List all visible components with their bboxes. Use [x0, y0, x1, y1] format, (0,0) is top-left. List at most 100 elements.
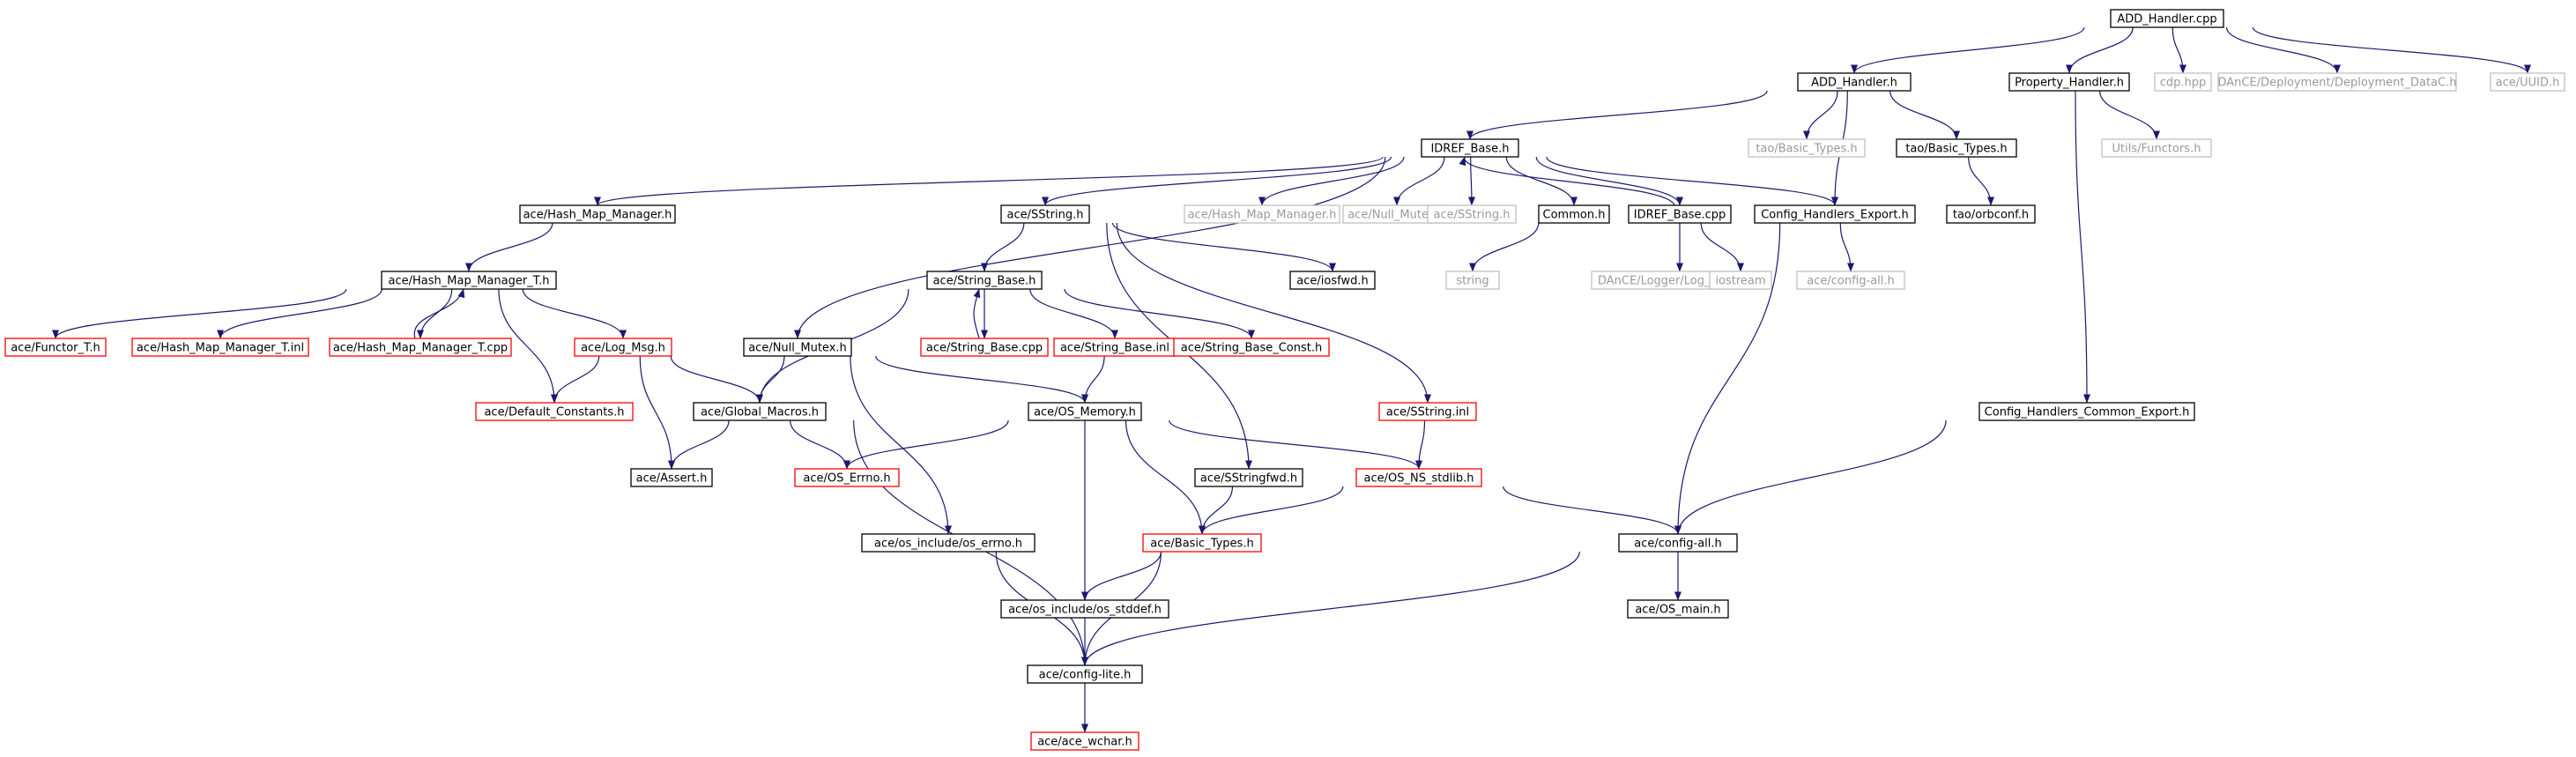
node-label-logmsg: ace/Log_Msg.h	[581, 342, 665, 355]
edge-hmmt_h-to-hmmt_cpp	[417, 288, 453, 339]
edge-prop_h-to-utils_func	[2099, 90, 2160, 140]
node-box-acewchar	[1030, 731, 1140, 751]
node-label-sbase_cpp: ace/String_Base.cpp	[926, 342, 1043, 355]
node-box-hmmt_inl	[131, 338, 309, 357]
node-label-sstring_inl: ace/SString.inl	[1386, 406, 1469, 419]
node-box-hmmt_h	[381, 271, 557, 290]
node-hmmt_h[interactable]: ace/Hash_Map_Manager_T.h	[381, 271, 557, 290]
node-label-chce: Config_Handlers_Common_Export.h	[1985, 406, 2190, 419]
node-add_h[interactable]: ADD_Handler.h	[1797, 72, 1912, 92]
node-sstring_gray: ace/SString.h	[1427, 204, 1517, 224]
node-sstringfwd[interactable]: ace/SStringfwd.h	[1194, 468, 1303, 487]
node-hmm_gray: ace/Hash_Map_Manager.h	[1184, 204, 1340, 224]
node-label-utils_func: Utils/Functors.h	[2112, 143, 2201, 156]
edge-sbase_h-to-sbase_inl	[1029, 288, 1118, 339]
node-configall[interactable]: ace/config-all.h	[1618, 533, 1738, 553]
node-box-oserrno	[794, 468, 900, 487]
node-sbase_h[interactable]: ace/String_Base.h	[926, 271, 1043, 290]
node-configlite[interactable]: ace/config-lite.h	[1027, 664, 1143, 684]
node-sbase_cpp[interactable]: ace/String_Base.cpp	[920, 338, 1049, 357]
node-idref_h[interactable]: IDREF_Base.h	[1421, 138, 1519, 158]
edge-add_cpp-to-prop_h	[2066, 26, 2134, 74]
edge-sstring_h-to-iosfwd	[1111, 222, 1336, 272]
edge-configall-to-configlite	[1081, 551, 1580, 666]
node-sbase_inl[interactable]: ace/String_Base.inl	[1053, 338, 1177, 357]
node-dance_dep: DAnCE/Deployment/Deployment_DataC.h	[2217, 72, 2457, 92]
node-sstring_inl[interactable]: ace/SString.inl	[1378, 402, 1477, 421]
node-sstring_h[interactable]: ace/SString.h	[1000, 204, 1090, 224]
edge-common_h-to-string	[1469, 222, 1540, 272]
node-box-orbconf	[1946, 204, 2036, 224]
node-label-common_h: Common.h	[1543, 209, 1606, 222]
node-box-string	[1445, 271, 1500, 290]
edge-osmemory-to-oserrno	[843, 419, 1009, 470]
node-box-idref_cpp	[1628, 204, 1732, 224]
node-os_errno[interactable]: ace/os_include/os_errno.h	[861, 533, 1036, 553]
node-box-assert	[630, 468, 713, 487]
node-globalmacros[interactable]: ace/Global_Macros.h	[693, 402, 827, 421]
node-box-configlite	[1027, 664, 1143, 684]
node-sbase_const[interactable]: ace/String_Base_Const.h	[1173, 338, 1330, 357]
node-label-globalmacros: ace/Global_Macros.h	[701, 406, 819, 419]
node-common_h[interactable]: Common.h	[1538, 204, 1610, 224]
node-box-sbase_h	[926, 271, 1043, 290]
node-hmm_h[interactable]: ace/Hash_Map_Manager.h	[519, 204, 676, 224]
node-label-add_h: ADD_Handler.h	[1811, 77, 1897, 90]
node-label-defconst: ace/Default_Constants.h	[484, 406, 624, 419]
node-che_h[interactable]: Config_Handlers_Export.h	[1754, 204, 1916, 224]
node-box-globalmacros	[693, 402, 827, 421]
node-box-osnsstdlib	[1355, 468, 1482, 487]
node-box-cdp	[2154, 72, 2212, 92]
node-label-functor: ace/Functor_T.h	[11, 342, 100, 355]
node-hmmt_inl[interactable]: ace/Hash_Map_Manager_T.inl	[131, 338, 309, 357]
edge-sbase_inl-to-osmemory	[1081, 355, 1105, 404]
node-box-defconst	[475, 402, 634, 421]
node-label-hmmt_h: ace/Hash_Map_Manager_T.h	[389, 275, 550, 288]
node-box-osmemory	[1028, 402, 1142, 421]
node-osnsstdlib[interactable]: ace/OS_NS_stdlib.h	[1355, 468, 1482, 487]
edge-idref_h-to-sstring_h	[1042, 156, 1392, 206]
node-defconst[interactable]: ace/Default_Constants.h	[475, 402, 634, 421]
node-box-idref_h	[1421, 138, 1519, 158]
node-basictypes[interactable]: ace/Basic_Types.h	[1142, 533, 1262, 553]
node-label-orbconf: tao/orbconf.h	[1953, 209, 2029, 222]
node-label-hmmt_inl: ace/Hash_Map_Manager_T.inl	[137, 342, 304, 355]
node-logmsg[interactable]: ace/Log_Msg.h	[574, 338, 672, 357]
node-iosfwd[interactable]: ace/iosfwd.h	[1289, 271, 1376, 290]
node-hmmt_cpp[interactable]: ace/Hash_Map_Manager_T.cpp	[329, 338, 512, 357]
node-prop_h[interactable]: Property_Handler.h	[2008, 72, 2130, 92]
node-nullmutex[interactable]: ace/Null_Mutex.h	[743, 338, 852, 357]
node-string: string	[1445, 271, 1500, 290]
node-chce[interactable]: Config_Handlers_Common_Export.h	[1978, 402, 2195, 421]
node-os_stddef[interactable]: ace/os_include/os_stddef.h	[1000, 599, 1169, 619]
edge-hmmt_h-to-functor	[52, 288, 347, 339]
edge-idref_h-to-hmm_h	[594, 156, 1384, 206]
node-orbconf[interactable]: tao/orbconf.h	[1946, 204, 2036, 224]
edge-hmm_h-to-hmmt_h	[465, 222, 553, 272]
edge-add_h-to-idref_h	[1466, 90, 1768, 140]
node-label-configall_gray: ace/config-all.h	[1807, 275, 1895, 288]
node-label-os_stddef: ace/os_include/os_stddef.h	[1008, 604, 1162, 617]
node-label-nullmutex: ace/Null_Mutex.h	[748, 342, 847, 355]
node-assert[interactable]: ace/Assert.h	[630, 468, 713, 487]
edge-sstring_h-to-sstring_inl	[1116, 222, 1431, 404]
node-osmain[interactable]: ace/OS_main.h	[1627, 599, 1729, 619]
node-tao_bt[interactable]: tao/Basic_Types.h	[1896, 138, 2017, 158]
node-box-sbase_cpp	[920, 338, 1049, 357]
node-functor[interactable]: ace/Functor_T.h	[4, 338, 107, 357]
edge-idref_cpp-to-idref_h	[1459, 156, 1675, 206]
node-acewchar[interactable]: ace/ace_wchar.h	[1030, 731, 1140, 751]
node-box-nullmutex	[743, 338, 852, 357]
node-box-sstring_h	[1000, 204, 1090, 224]
edge-nullmutex-to-osmemory	[875, 355, 1088, 404]
edge-add_h-to-tao_bt_gray	[1803, 90, 1838, 140]
node-label-configall: ace/config-all.h	[1634, 538, 1722, 551]
node-osmemory[interactable]: ace/OS_Memory.h	[1028, 402, 1142, 421]
node-label-osmain: ace/OS_main.h	[1635, 604, 1720, 617]
node-oserrno[interactable]: ace/OS_Errno.h	[794, 468, 900, 487]
edge-hmmt_h-to-logmsg	[522, 288, 627, 339]
node-box-basictypes	[1142, 533, 1262, 553]
node-add_cpp[interactable]: ADD_Handler.cpp	[2110, 9, 2224, 28]
node-idref_cpp[interactable]: IDREF_Base.cpp	[1628, 204, 1732, 224]
